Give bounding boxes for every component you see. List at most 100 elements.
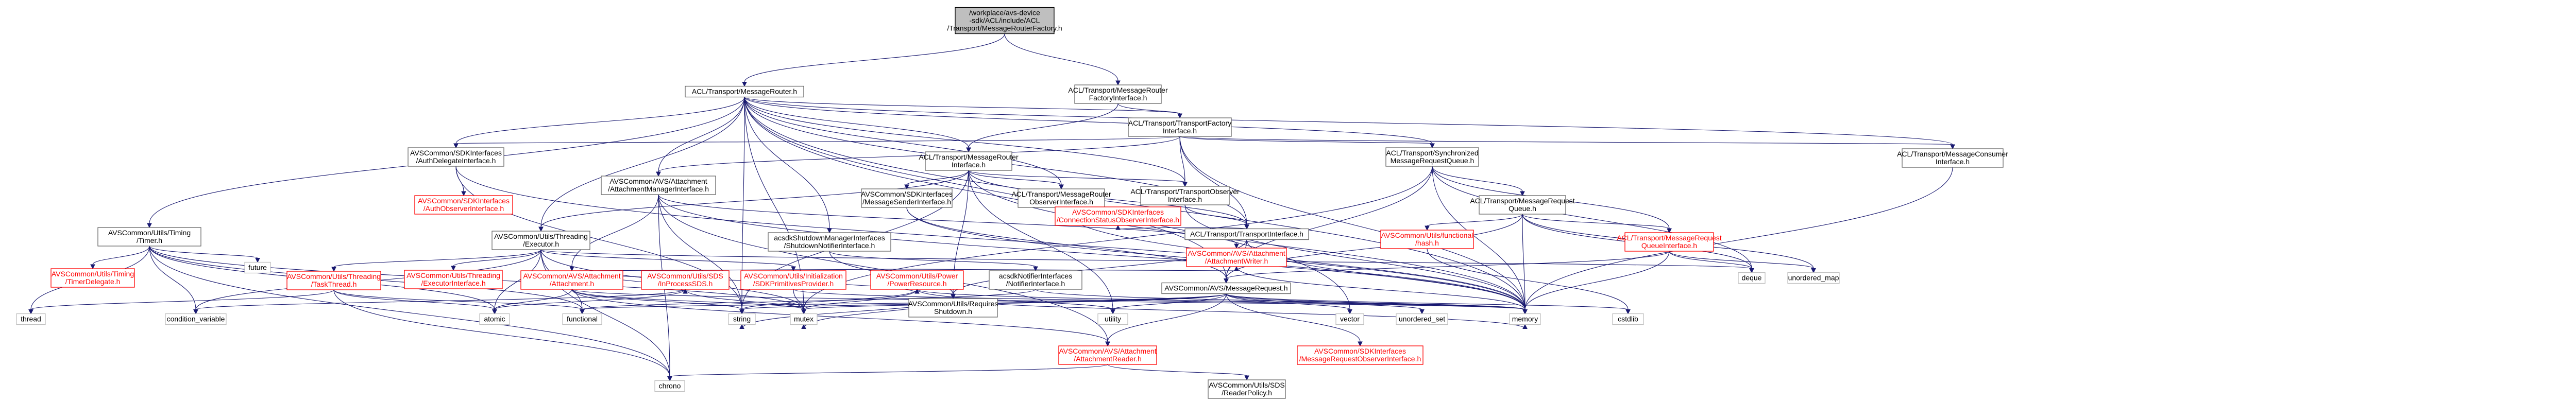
- edge-arrowhead: [1420, 310, 1424, 314]
- edge-arrowhead: [1425, 226, 1429, 230]
- node-label-line: AVSCommon/SDKInterfaces: [1072, 208, 1164, 216]
- edge-arrowhead: [668, 377, 672, 381]
- node-label-line: /AuthDelegateInterface.h: [416, 156, 496, 165]
- node-smrq[interactable]: ACL/Transport/SynchronizedMessageRequest…: [1386, 148, 1479, 166]
- node-vector: vector: [1336, 314, 1364, 325]
- node-label-line: AVSCommon/AVS/Attachment: [1059, 347, 1156, 355]
- edge-mrqi-to-memory: [1525, 251, 1669, 310]
- node-label-line: AVSCommon/Utils/functional: [1381, 231, 1473, 239]
- node-tcat[interactable]: AVSCommon/Utils/Timing/TimerDelegate.h: [51, 269, 134, 287]
- node-mrfi[interactable]: ACL/Transport/MessageRouterFactoryInterf…: [1068, 85, 1168, 103]
- node-ami[interactable]: AVSCommon/AVS/Attachment/AttachmentManag…: [601, 176, 716, 195]
- node-mutex: mutex: [790, 314, 817, 325]
- node-ar[interactable]: AVSCommon/AVS/Attachment/AttachmentReade…: [1059, 346, 1157, 364]
- edge-exec-to-deque: [541, 250, 1752, 269]
- node-deque: deque: [1738, 273, 1765, 284]
- node-timer[interactable]: AVSCommon/Utils/Timing/Timer.h: [98, 228, 201, 246]
- edge-arrowhead: [656, 172, 660, 176]
- node-label-line: deque: [1742, 274, 1762, 282]
- node-sdkpp[interactable]: AVSCommon/Utils/Initialization/SDKPrimit…: [741, 271, 846, 289]
- node-label-line: /AttachmentWriter.h: [1205, 257, 1268, 265]
- node-label-line: ACL/Transport/MessageRouter: [919, 153, 1019, 161]
- node-csoi[interactable]: AVSCommon/SDKInterfaces/ConnectionStatus…: [1055, 207, 1181, 225]
- edge-arrowhead: [1183, 182, 1187, 186]
- edge-arrowhead: [1116, 81, 1120, 85]
- node-mreq[interactable]: AVSCommon/AVS/MessageRequest.h: [1162, 283, 1291, 294]
- node-label-line: Interface.h: [952, 161, 986, 169]
- edge-arrowhead: [967, 148, 971, 152]
- node-mr[interactable]: ACL/Transport/MessageRouter.h: [685, 86, 804, 97]
- edge-arrowhead: [256, 258, 260, 263]
- header-nodes: /workplace/avs-device-sdk/ACL/include/AC…: [16, 8, 2008, 399]
- node-label-line: /Attachment.h: [550, 279, 594, 288]
- edge-arrowhead: [1811, 269, 1816, 273]
- node-ei[interactable]: AVSCommon/Utils/Threading/ExecutorInterf…: [404, 270, 502, 289]
- node-label-line: AVSCommon/Utils/Timing: [52, 270, 134, 278]
- node-exec[interactable]: AVSCommon/Utils/Threading/Executor.h: [492, 231, 590, 250]
- edge-arrowhead: [147, 223, 151, 228]
- node-label-line: /hash.h: [1415, 239, 1439, 247]
- node-label-line: AVSCommon/Utils/Requires: [908, 300, 998, 308]
- node-label-line: ACL/Transport/TransportFactory: [1128, 119, 1231, 127]
- node-mrqi[interactable]: ACL/Transport/MessageRequestQueueInterfa…: [1617, 233, 1721, 251]
- node-label-line: memory: [1512, 315, 1538, 323]
- edge-arrowhead: [1523, 310, 1527, 314]
- node-label-line: utility: [1105, 315, 1121, 323]
- node-fhash[interactable]: AVSCommon/Utils/functional/hash.h: [1381, 230, 1473, 249]
- node-tt[interactable]: AVSCommon/Utils/Threading/TaskThread.h: [287, 271, 381, 290]
- node-mroi[interactable]: ACL/Transport/MessageRouterObserverInter…: [1011, 189, 1111, 207]
- edge-ar-to-chrono: [670, 364, 1108, 377]
- node-rp[interactable]: AVSCommon/Utils/SDS/ReaderPolicy.h: [1208, 380, 1285, 398]
- node-mroi2[interactable]: AVSCommon/SDKInterfaces/MessageRequestOb…: [1297, 346, 1423, 364]
- node-root[interactable]: /workplace/avs-device-sdk/ACL/include/AC…: [947, 8, 1062, 34]
- node-label-line: ACL/Transport/Synchronized: [1386, 149, 1478, 157]
- node-ti[interactable]: ACL/Transport/TransportInterface.h: [1185, 229, 1309, 240]
- edge-arrowhead: [1059, 185, 1063, 189]
- node-label-line: AVSCommon/Utils/Timing: [108, 229, 191, 237]
- edge-arrowhead: [1106, 342, 1110, 346]
- edge-arrowhead: [905, 185, 909, 189]
- edge-arrowhead: [29, 310, 33, 314]
- node-toi[interactable]: ACL/Transport/TransportObserverInterface…: [1130, 186, 1240, 205]
- edge-arrowhead: [951, 294, 955, 299]
- node-label-line: /ConnectionStatusObserverInterface.h: [1057, 216, 1179, 224]
- node-label-line: MessageRequestQueue.h: [1391, 156, 1475, 165]
- node-sdsinproc[interactable]: AVSCommon/Utils/SDS/InProcessSDS.h: [641, 271, 729, 289]
- node-mrq[interactable]: ACL/Transport/MessageRequestQueue.h: [1470, 196, 1574, 214]
- edge-root-to-mr: [744, 34, 1005, 82]
- node-pres[interactable]: AVSCommon/Utils/Power/PowerResource.h: [871, 271, 963, 289]
- edge-arrowhead: [802, 310, 806, 314]
- node-label-line: /Transport/MessageRouterFactory.h: [947, 24, 1062, 32]
- node-label-line: chrono: [659, 382, 681, 390]
- node-label-line: /ReaderPolicy.h: [1222, 389, 1272, 397]
- node-rs[interactable]: AVSCommon/Utils/RequiresShutdown.h: [908, 299, 998, 317]
- node-mri[interactable]: ACL/Transport/MessageRouterInterface.h: [919, 152, 1019, 170]
- node-mci[interactable]: ACL/Transport/MessageConsumerInterface.h: [1897, 149, 2008, 167]
- edge-mr-to-smrq: [744, 97, 1432, 144]
- edge-timer-to-tcat: [93, 246, 149, 265]
- edge-arrowhead: [1951, 145, 1955, 149]
- node-aw[interactable]: AVSCommon/AVS/Attachment/AttachmentWrite…: [1187, 248, 1286, 267]
- node-nfi[interactable]: acsdkNotifierInterfaces/NotifierInterfac…: [989, 271, 1082, 289]
- node-aoi[interactable]: AVSCommon/SDKInterfaces/AuthObserverInte…: [415, 196, 513, 214]
- node-label-line: ACL/Transport/MessageRequest: [1470, 197, 1574, 205]
- node-string: string: [728, 314, 755, 325]
- edge-arrowhead: [1245, 376, 1249, 380]
- node-label-line: /workplace/avs-device: [969, 9, 1040, 17]
- node-msi[interactable]: AVSCommon/SDKInterfaces/MessageSenderInt…: [861, 189, 953, 207]
- edge-mr-to-snmi: [744, 97, 829, 229]
- node-label-line: AVSCommon/AVS/Attachment: [609, 177, 707, 185]
- node-label-line: ACL/Transport/MessageRouter: [1068, 86, 1168, 94]
- node-att[interactable]: AVSCommon/AVS/Attachment/Attachment.h: [521, 271, 623, 289]
- node-label-line: ACL/Transport/TransportInterface.h: [1190, 230, 1303, 238]
- node-label-line: ObserverInterface.h: [1029, 198, 1093, 206]
- edge-toi-to-ti: [1185, 205, 1247, 225]
- node-adi[interactable]: AVSCommon/SDKInterfaces/AuthDelegateInte…: [408, 148, 504, 166]
- node-label-line: FactoryInterface.h: [1089, 94, 1147, 102]
- edge-arrowhead: [580, 310, 584, 314]
- node-label-line: thread: [21, 315, 41, 323]
- node-tfi[interactable]: ACL/Transport/TransportFactoryInterface.…: [1128, 118, 1231, 136]
- node-snmi[interactable]: acsdkShutdownManagerInterfaces/ShutdownN…: [768, 233, 891, 251]
- node-future: future: [245, 263, 270, 273]
- node-label-line: AVSCommon/Utils/SDS: [1209, 381, 1285, 389]
